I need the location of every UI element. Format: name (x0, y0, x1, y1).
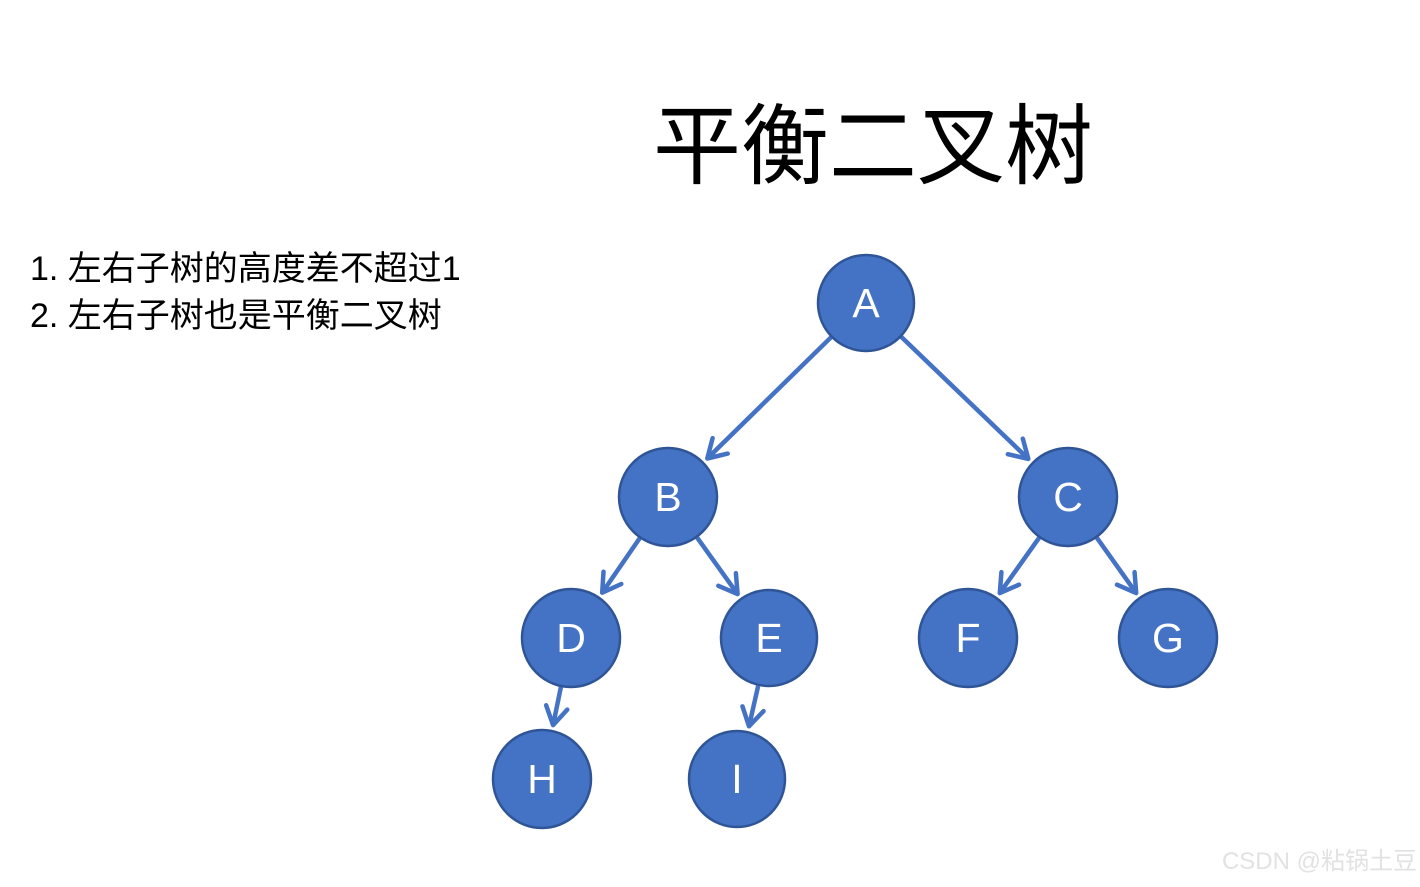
page-title: 平衡二叉树 (652, 97, 1094, 196)
edge-B-D (599, 536, 642, 595)
edge-D-H (543, 686, 570, 728)
node-label-E: E (755, 615, 782, 661)
tree-nodes: A B C D E F G H I (491, 253, 1219, 830)
node-circle-C (1017, 446, 1119, 548)
note-item: 2. 左右子树也是平衡二叉树 (30, 297, 442, 335)
node-label-B: B (654, 474, 681, 520)
node-circle-E (719, 588, 819, 688)
node-circle-B (617, 446, 719, 548)
node-label-G: G (1152, 615, 1184, 661)
node-label-D: D (556, 615, 586, 661)
node-label-C: C (1053, 474, 1083, 520)
tree-node-I: I (687, 729, 787, 829)
node-label-F: F (955, 615, 980, 661)
edge-C-F (997, 536, 1041, 596)
node-label-I: I (731, 756, 742, 802)
node-label-H: H (527, 756, 557, 802)
node-label-A: A (852, 280, 880, 326)
node-circle-H (491, 728, 593, 830)
node-circle-G (1117, 587, 1219, 689)
tree-node-E: E (719, 588, 819, 688)
tree-node-H: H (491, 728, 593, 830)
tree-node-G: G (1117, 587, 1219, 689)
watermark: CSDN @粘锅土豆 (1221, 848, 1417, 875)
tree-node-D: D (520, 587, 622, 689)
edge-C-G (1095, 536, 1139, 596)
node-circle-F (917, 587, 1019, 689)
tree-edges (543, 335, 1139, 729)
edge-B-E (695, 536, 740, 597)
edge-A-C (899, 335, 1031, 462)
note-item: 1. 左右子树的高度差不超过1 (30, 250, 461, 288)
edge-A-B (705, 335, 833, 461)
tree-node-C: C (1017, 446, 1119, 548)
tree-node-B: B (617, 446, 719, 548)
node-circle-I (687, 729, 787, 829)
notes-list: 1. 左右子树的高度差不超过1 2. 左右子树也是平衡二叉树 (30, 246, 461, 340)
tree-node-A: A (816, 253, 916, 353)
tree-node-F: F (917, 587, 1019, 689)
node-circle-A (816, 253, 916, 353)
edge-E-I (740, 685, 766, 729)
node-circle-D (520, 587, 622, 689)
